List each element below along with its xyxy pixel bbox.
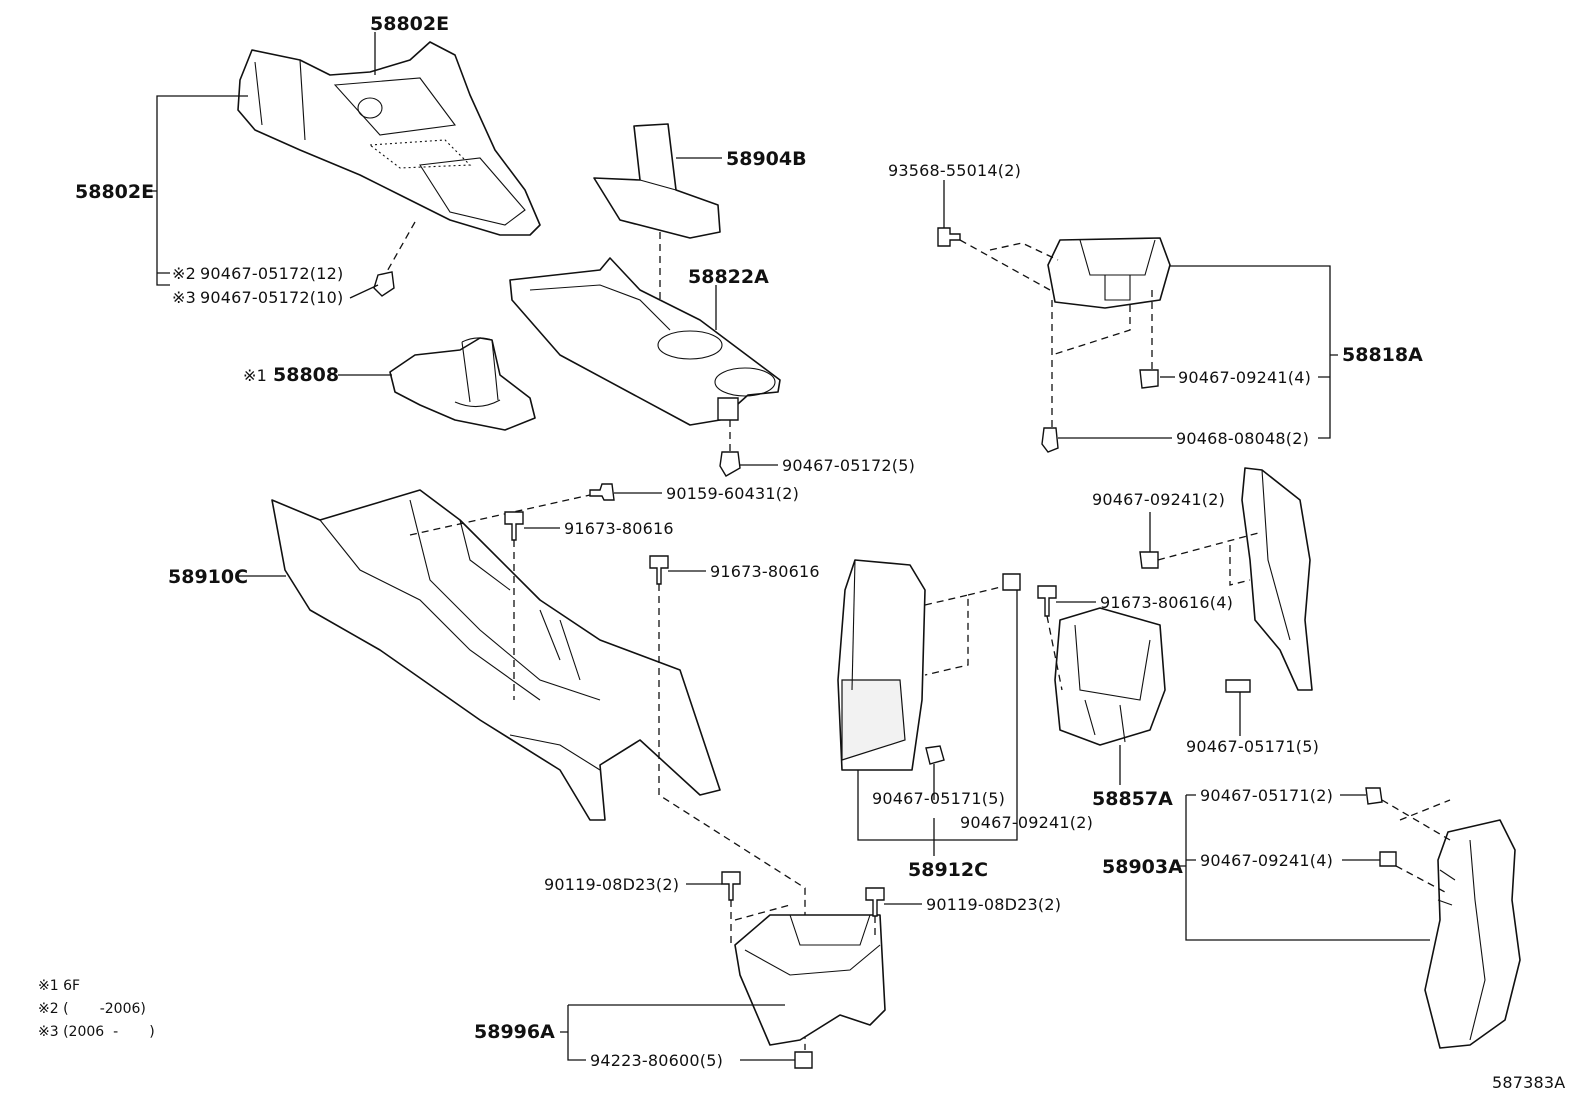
label-90467-09241-2a: 90467-09241(2) [1092, 490, 1225, 509]
leader-clip-upper [349, 284, 379, 299]
label-58808: 58808 [273, 364, 339, 386]
leader-58802E-bracket [150, 95, 248, 286]
label-91673-80616-4: 91673-80616(4) [1100, 593, 1233, 612]
label-58802E-side: 58802E [75, 181, 154, 203]
label-90119-08D23-right: 90119-08D23(2) [926, 895, 1061, 914]
bolt-icon-91673-80616-4 [1037, 585, 1057, 617]
bracket-58818A [1047, 237, 1171, 309]
dash-93568 [959, 239, 1059, 291]
dash-58912C-top [924, 585, 1006, 676]
clip-icon-90467-05172 [373, 271, 395, 297]
mark-1: ※1 [243, 366, 267, 385]
side-panel-58912C [837, 559, 926, 771]
label-58996A: 58996A [474, 1021, 555, 1043]
bolt-icon-90119-08D23-left [721, 871, 741, 901]
clip-icon-90467-09241-2a [1139, 551, 1159, 569]
leader-58996A-bracket [560, 1004, 795, 1061]
leader-58912C-bracket [857, 590, 1018, 841]
label-90467-09241-4a: 90467-09241(4) [1178, 368, 1311, 387]
bolt-icon-91673-80616-b [649, 555, 669, 585]
label-90467-05171-5b: 90467-05171(5) [1186, 737, 1319, 756]
note-2: ※2 ( -2006) [38, 1001, 146, 1017]
dash-91673-4 [1046, 615, 1063, 691]
diagram-id: 587383A [1492, 1073, 1565, 1092]
label-90119-08D23-left: 90119-08D23(2) [544, 875, 679, 894]
clip-icon-90467-09241-2b [1002, 573, 1021, 591]
clip-icon-90468-08048 [1041, 427, 1059, 453]
shift-boot-58904B [593, 123, 721, 239]
clip-icon-90467-05172-5 [719, 451, 741, 477]
dash-58818A-mid [1051, 305, 1131, 356]
note-1: ※1 6F [38, 978, 80, 994]
leader-58903A-bracket [1178, 794, 1430, 941]
clip-icon-90467-09241-4a [1139, 369, 1159, 389]
clip-icon-90467-05171-5a [925, 745, 945, 765]
label-90467-09241-2b: 90467-09241(2) [960, 813, 1093, 832]
label-90467-05172-5: 90467-05172(5) [782, 456, 915, 475]
label-90467-05172-12: 90467-05172(12) [200, 264, 343, 283]
clip-icon-90467-05171-2 [1365, 787, 1383, 805]
mark-3: ※3 [172, 288, 196, 307]
label-58857A: 58857A [1092, 788, 1173, 810]
label-91673-80616-a: 91673-80616 [564, 519, 674, 538]
label-90468-08048: 90468-08048(2) [1176, 429, 1309, 448]
leader-90159-dash [409, 494, 591, 536]
clip-icon-90467-05171-5b [1225, 679, 1251, 693]
label-90467-05171-2: 90467-05171(2) [1200, 786, 1333, 805]
dash-58903A [1381, 799, 1451, 893]
side-panel-right [1241, 467, 1313, 691]
rear-panel-58903A [1424, 819, 1521, 1049]
screw-icon-93568-55014 [937, 227, 961, 247]
label-58910C: 58910C [168, 566, 248, 588]
label-91673-80616-b: 91673-80616 [710, 562, 820, 581]
mark-2: ※2 [172, 264, 196, 283]
label-58822A: 58822A [688, 266, 769, 288]
leader-58818A-bracket [1170, 265, 1338, 439]
bracket-58996A [734, 914, 886, 1046]
note-3: ※3 (2006 - ) [38, 1024, 155, 1040]
label-58802E-top: 58802E [370, 13, 449, 35]
cupholder-tray-58822A [509, 257, 781, 426]
label-94223-80600: 94223-80600(5) [590, 1051, 723, 1070]
clip-icon-90467-09241-4b [1379, 851, 1397, 867]
screw-icon-90159-60431 [589, 483, 615, 501]
label-58912C: 58912C [908, 859, 988, 881]
dash-09241-2a [1157, 531, 1263, 586]
label-90467-05172-10: 90467-05172(10) [200, 288, 343, 307]
bolt-icon-91673-80616-a [504, 511, 524, 541]
bolt-icon-90119-08D23-right [865, 887, 885, 917]
label-90467-05171-5a: 90467-05171(5) [872, 789, 1005, 808]
label-90159-60431: 90159-60431(2) [666, 484, 799, 503]
bracket-58857A [1054, 607, 1166, 746]
console-upper-panel-58802E [237, 41, 541, 236]
label-58904B: 58904B [726, 148, 807, 170]
console-body-58910C [271, 489, 721, 821]
shift-boot-58808 [389, 337, 536, 431]
label-58903A: 58903A [1102, 856, 1183, 878]
label-90467-09241-4b: 90467-09241(4) [1200, 851, 1333, 870]
leader-58802E-clip [384, 221, 416, 276]
label-93568-55014: 93568-55014(2) [888, 161, 1021, 180]
label-58818A: 58818A [1342, 344, 1423, 366]
nut-icon-94223-80600 [794, 1051, 813, 1069]
dash-90119-left [730, 900, 791, 945]
